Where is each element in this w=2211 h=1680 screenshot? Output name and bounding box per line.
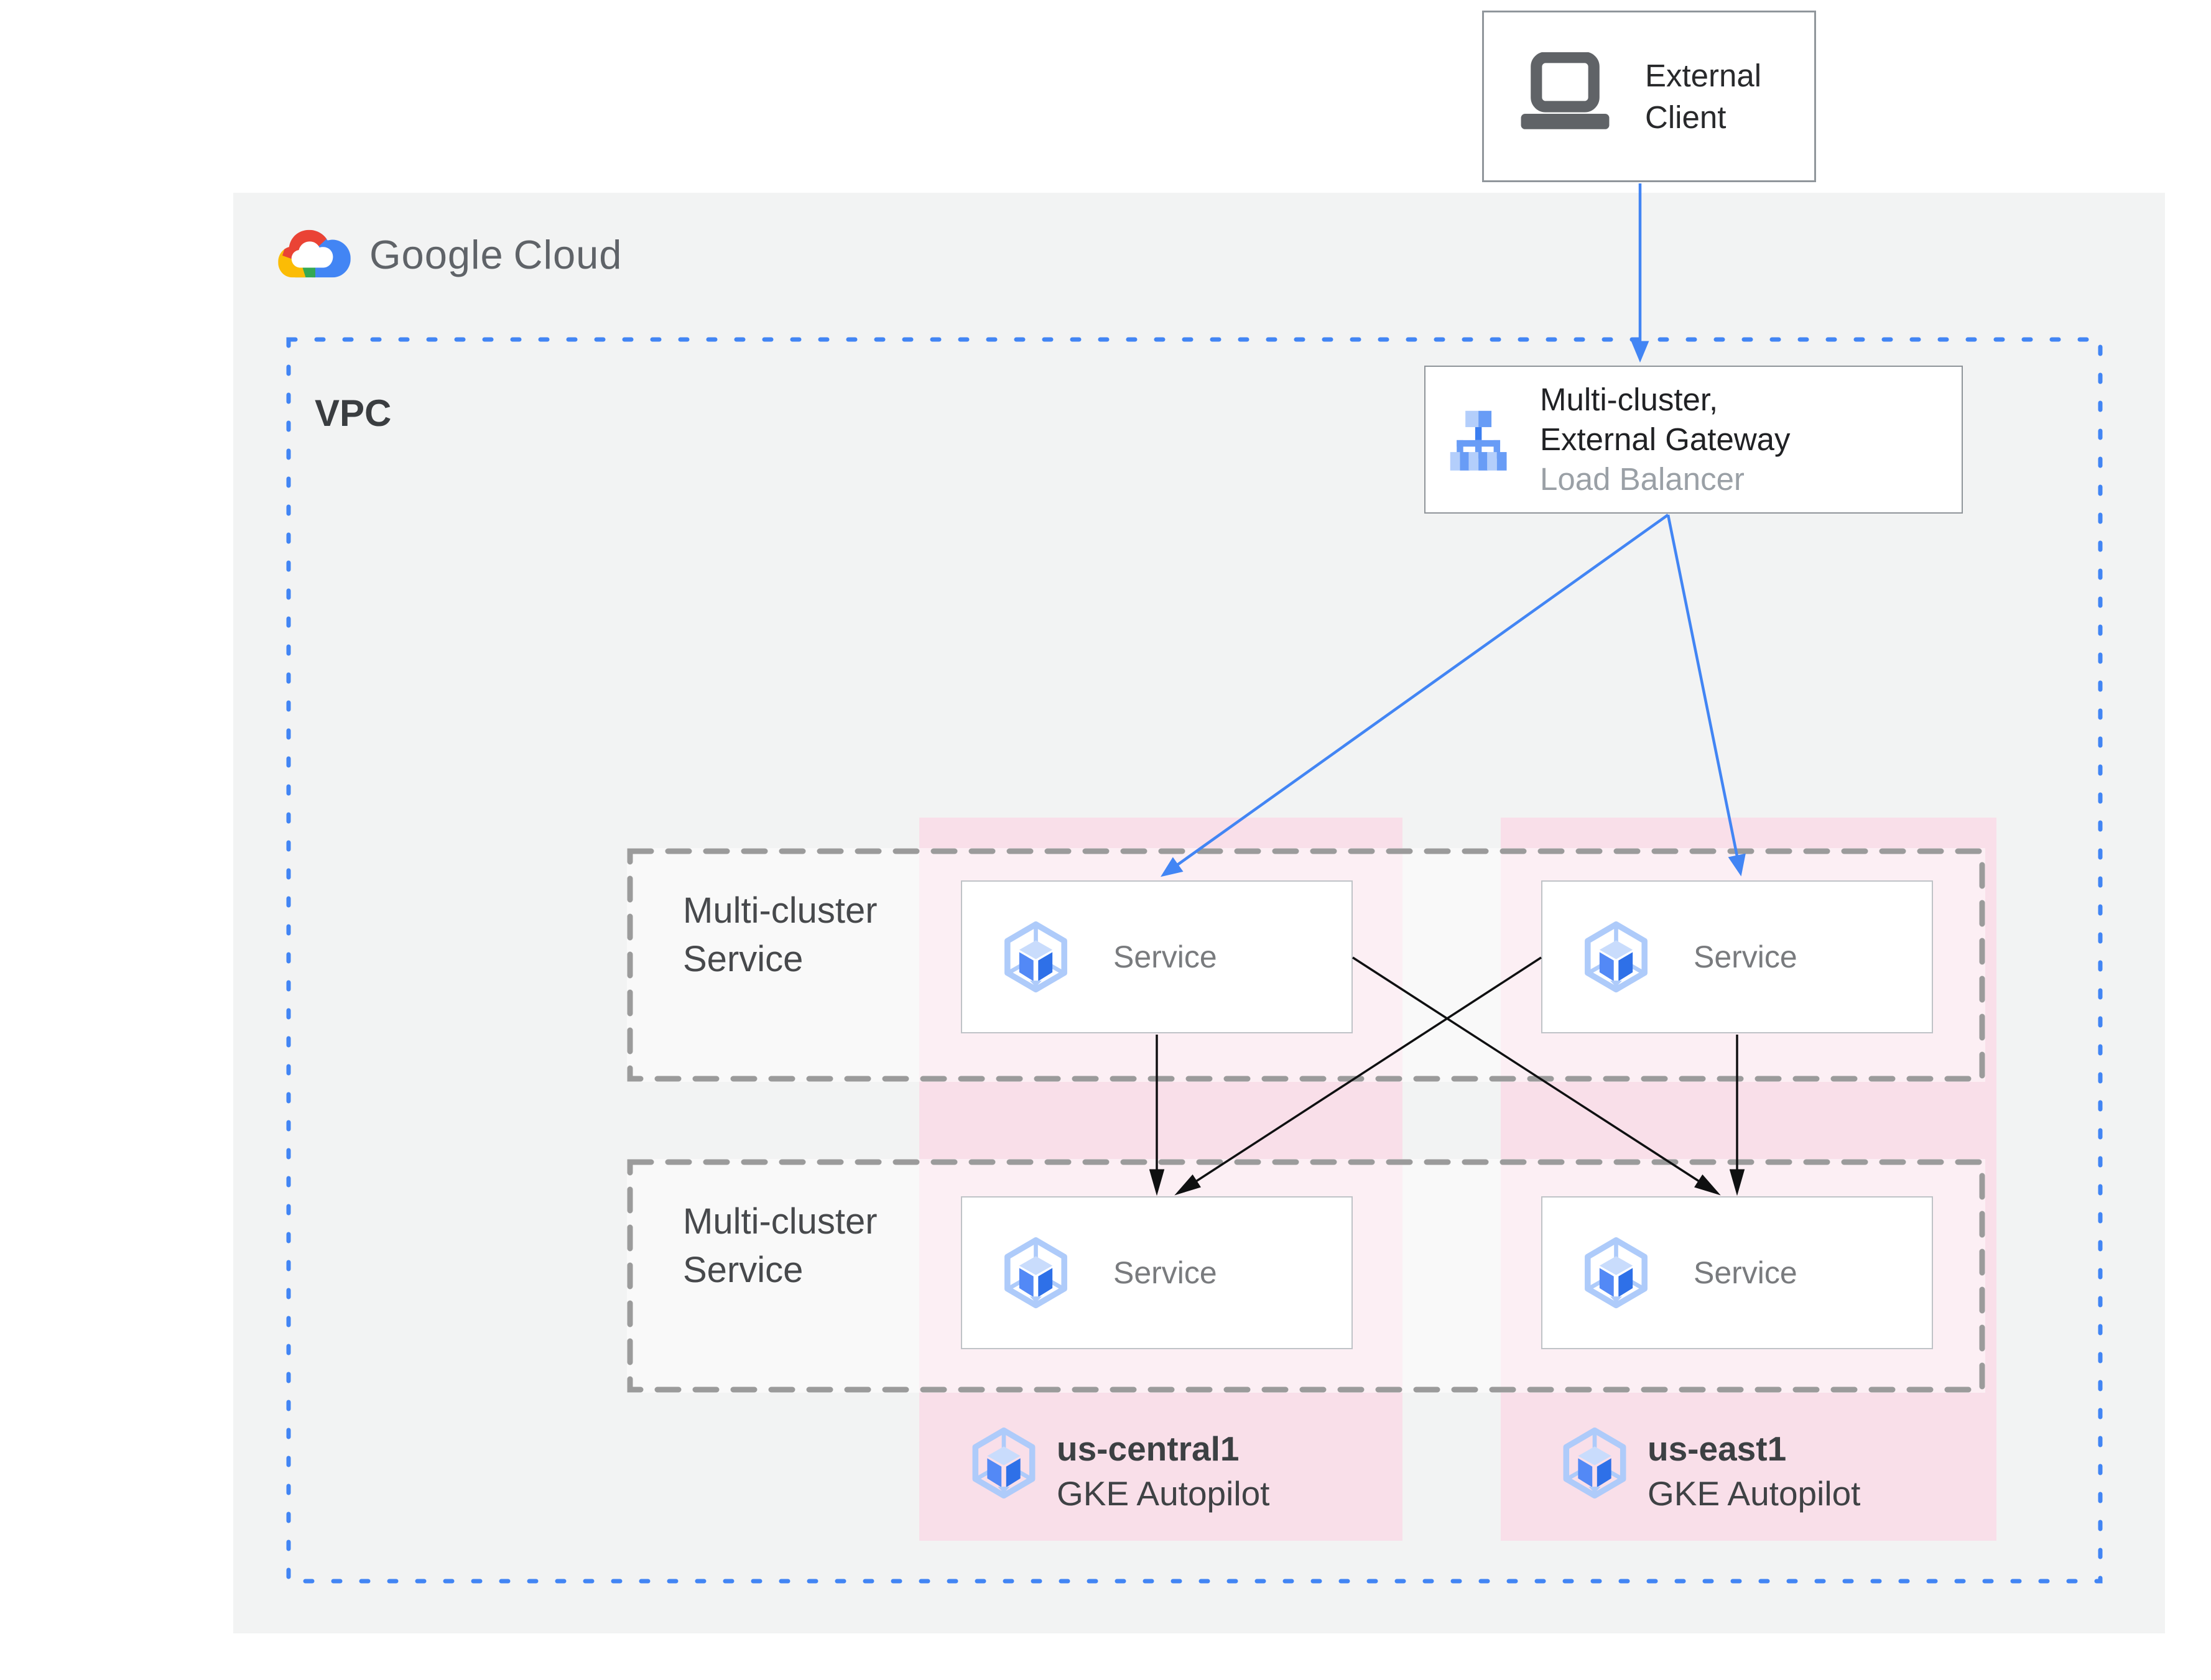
service-box-bottom-us-east1: Service	[1541, 1196, 1933, 1349]
row-label-line2: Service	[683, 1250, 804, 1290]
gke-cluster-icon	[1562, 1426, 1628, 1500]
cluster-region: us-central1	[1057, 1429, 1240, 1468]
multi-cluster-gateway-box: Multi-cluster, External Gateway Load Bal…	[1424, 366, 1963, 514]
gke-service-icon	[1003, 1236, 1068, 1309]
laptop-icon	[1514, 52, 1616, 141]
multi-cluster-service-label: Multi-cluster Service	[683, 887, 878, 984]
cluster-label-us-central1: us-central1 GKE Autopilot	[971, 1426, 1269, 1516]
cluster-platform: GKE Autopilot	[1057, 1474, 1270, 1513]
gke-service-icon	[1583, 1236, 1649, 1309]
google-cloud-logo-icon	[276, 224, 352, 285]
service-label: Service	[1113, 939, 1217, 974]
vpc-boundary: VPC	[286, 337, 2103, 1584]
cluster-platform: GKE Autopilot	[1648, 1474, 1861, 1513]
row-label-line2: Service	[683, 939, 804, 979]
external-client-label: External Client	[1645, 55, 1761, 138]
cluster-region: us-east1	[1648, 1429, 1787, 1468]
service-box-bottom-us-central1: Service	[961, 1196, 1353, 1349]
gateway-subtitle: Load Balancer	[1540, 461, 1745, 497]
cluster-text: us-central1 GKE Autopilot	[1057, 1426, 1269, 1516]
gke-service-icon	[1583, 920, 1649, 994]
service-box-top-us-central1: Service	[961, 880, 1353, 1033]
cluster-label-us-east1: us-east1 GKE Autopilot	[1562, 1426, 1860, 1516]
gke-cluster-icon	[971, 1426, 1037, 1500]
cluster-text: us-east1 GKE Autopilot	[1648, 1426, 1860, 1516]
vpc-label: VPC	[315, 392, 392, 434]
gateway-line1: Multi-cluster,	[1540, 382, 1718, 417]
service-label: Service	[1113, 1255, 1217, 1290]
gateway-line2: External Gateway	[1540, 422, 1791, 457]
external-client-line2: Client	[1645, 99, 1727, 135]
external-client-box: External Client	[1482, 11, 1816, 182]
load-balancer-icon	[1449, 402, 1509, 478]
row-label-line1: Multi-cluster	[683, 890, 878, 931]
gke-service-icon	[1003, 920, 1068, 994]
external-client-line1: External	[1645, 58, 1762, 93]
gateway-label: Multi-cluster, External Gateway Load Bal…	[1540, 380, 1791, 499]
multi-cluster-service-label: Multi-cluster Service	[683, 1198, 878, 1295]
service-box-top-us-east1: Service	[1541, 880, 1933, 1033]
logo-word-google: Google	[369, 231, 504, 277]
vpc-dotted-border	[286, 337, 2103, 1584]
dashed-border	[627, 1159, 1985, 1393]
service-label: Service	[1694, 939, 1797, 974]
logo-word-cloud: Cloud	[513, 231, 623, 277]
service-label: Service	[1694, 1255, 1797, 1290]
row-label-line1: Multi-cluster	[683, 1201, 878, 1242]
